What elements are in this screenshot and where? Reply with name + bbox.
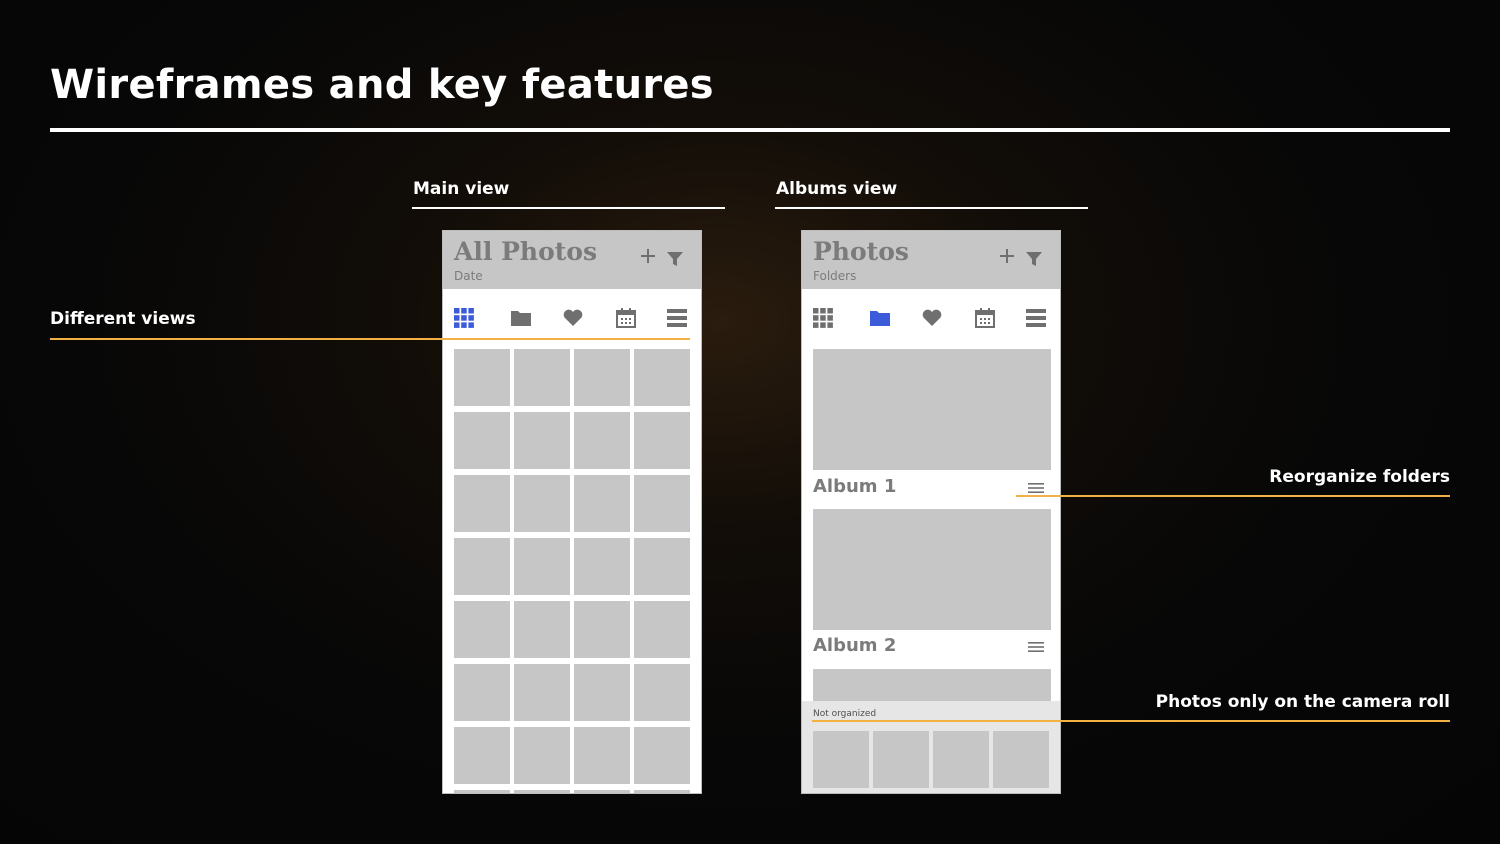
album-thumbnail[interactable] [813, 509, 1051, 630]
photo-thumbnail[interactable] [634, 538, 690, 595]
photo-thumbnail[interactable] [634, 664, 690, 721]
calendar-icon[interactable] [615, 307, 637, 329]
grid-icon[interactable] [453, 307, 475, 329]
folder-icon[interactable] [510, 307, 532, 329]
photo-thumbnail[interactable] [574, 412, 630, 469]
photo-thumbnail[interactable] [574, 538, 630, 595]
photo-thumbnail[interactable] [574, 790, 630, 793]
callout-camera-roll: Photos only on the camera roll [1155, 692, 1450, 712]
albums-view-phone: Photos Folders [801, 230, 1061, 794]
not-organized-label: Not organized [813, 709, 877, 719]
filter-icon[interactable] [667, 251, 683, 267]
photo-thumbnail[interactable] [634, 475, 690, 532]
photo-thumbnail[interactable] [574, 664, 630, 721]
photo-thumbnail[interactable] [933, 731, 989, 788]
album-thumbnail[interactable] [813, 349, 1051, 470]
grid-icon[interactable] [812, 307, 834, 329]
photo-thumbnail[interactable] [454, 349, 510, 406]
main-view-phone: All Photos Date [442, 230, 702, 794]
header-subtitle: Date [454, 269, 483, 283]
header-title: All Photos [454, 237, 598, 266]
list-icon[interactable] [1025, 307, 1047, 329]
albums-view-label: Albums view [776, 179, 898, 199]
photo-thumbnail[interactable] [514, 349, 570, 406]
album-thumbnail[interactable] [813, 669, 1051, 701]
photo-thumbnail[interactable] [514, 790, 570, 793]
photo-thumbnail[interactable] [634, 349, 690, 406]
folder-icon[interactable] [869, 307, 891, 329]
add-icon[interactable] [639, 247, 657, 265]
main-view-divider [412, 207, 725, 209]
photo-thumbnail[interactable] [634, 727, 690, 784]
drag-handle-icon[interactable] [1028, 482, 1044, 494]
albums-view-divider [775, 207, 1088, 209]
photo-thumbnail[interactable] [514, 412, 570, 469]
photo-thumbnail[interactable] [574, 475, 630, 532]
slide-title: Wireframes and key features [50, 62, 714, 108]
callout-line-camera-roll [812, 720, 1450, 722]
list-icon[interactable] [666, 307, 688, 329]
photo-thumbnail[interactable] [574, 727, 630, 784]
photo-thumbnail[interactable] [514, 727, 570, 784]
photo-thumbnail[interactable] [514, 538, 570, 595]
photo-thumbnail[interactable] [454, 412, 510, 469]
photo-thumbnail[interactable] [514, 601, 570, 658]
calendar-icon[interactable] [974, 307, 996, 329]
callout-line-reorganize-folders [1016, 495, 1450, 497]
title-divider [50, 128, 1450, 132]
heart-icon[interactable] [562, 307, 584, 329]
header-title: Photos [813, 237, 909, 266]
photo-thumbnail[interactable] [454, 727, 510, 784]
photo-thumbnail[interactable] [454, 664, 510, 721]
add-icon[interactable] [998, 247, 1016, 265]
photo-thumbnail[interactable] [514, 475, 570, 532]
view-tab-bar [802, 289, 1060, 341]
album-name[interactable]: Album 2 [813, 635, 897, 656]
photo-thumbnail[interactable] [993, 731, 1049, 788]
photo-thumbnail[interactable] [634, 412, 690, 469]
photo-thumbnail[interactable] [454, 475, 510, 532]
photo-thumbnail[interactable] [574, 349, 630, 406]
photo-thumbnail[interactable] [813, 731, 869, 788]
photo-thumbnail[interactable] [454, 790, 510, 793]
photo-thumbnail[interactable] [574, 601, 630, 658]
drag-handle-icon[interactable] [1028, 641, 1044, 653]
callout-line-different-views [50, 338, 690, 340]
header-subtitle: Folders [813, 269, 857, 283]
photo-thumbnail[interactable] [514, 664, 570, 721]
heart-icon[interactable] [921, 307, 943, 329]
photo-thumbnail[interactable] [873, 731, 929, 788]
album-name[interactable]: Album 1 [813, 476, 897, 497]
main-view-label: Main view [413, 179, 510, 199]
photo-thumbnail[interactable] [454, 601, 510, 658]
photo-thumbnail[interactable] [454, 538, 510, 595]
view-tab-bar [443, 289, 701, 341]
phone-header: All Photos Date [443, 231, 701, 289]
filter-icon[interactable] [1026, 251, 1042, 267]
photo-thumbnail[interactable] [634, 790, 690, 793]
photo-thumbnail[interactable] [634, 601, 690, 658]
callout-different-views: Different views [50, 309, 196, 329]
phone-header: Photos Folders [802, 231, 1060, 289]
callout-reorganize-folders: Reorganize folders [1269, 467, 1450, 487]
